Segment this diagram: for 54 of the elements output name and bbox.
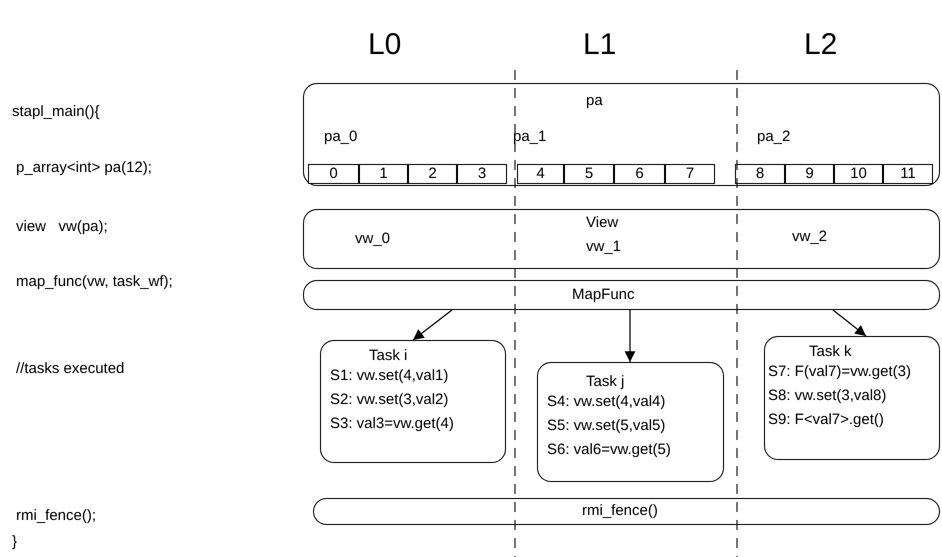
array-cell: 10 <box>834 164 883 184</box>
array-cell: 6 <box>614 164 665 184</box>
node-title: View <box>586 214 618 232</box>
node-label: vw_0 <box>355 230 390 248</box>
array-cell: 11 <box>883 164 933 184</box>
node-label: vw_2 <box>792 228 828 246</box>
code-line: view vw(pa); <box>16 218 108 235</box>
node-title: rmi_fence() <box>582 502 658 520</box>
column-heading: L1 <box>583 28 616 62</box>
node-label: S6: val6=vw.get(5) <box>547 441 671 459</box>
mapfunc-bar <box>303 280 940 310</box>
node-title: pa <box>586 92 603 110</box>
node-label: S1: vw.set(4,val1) <box>330 367 448 385</box>
arrow <box>624 310 636 362</box>
array-cell: 0 <box>308 164 359 184</box>
task-box <box>764 336 940 460</box>
array-cell: 2 <box>408 164 457 184</box>
node-title: Task j <box>586 373 624 391</box>
array-panel <box>303 83 940 186</box>
node-label: S5: vw.set(5,val5) <box>547 417 666 435</box>
array-cell: 4 <box>517 164 564 184</box>
array-cell: 5 <box>564 164 614 184</box>
arrow <box>412 310 452 340</box>
node-label: S4: vw.set(4,val4) <box>547 393 666 411</box>
array-cell: 7 <box>665 164 715 184</box>
arrow <box>832 310 866 336</box>
node-label: pa_2 <box>757 128 790 146</box>
array-cell: 1 <box>359 164 408 184</box>
array-cell: 9 <box>785 164 834 184</box>
node-title: Task i <box>369 347 408 365</box>
node-label: pa_1 <box>513 128 546 146</box>
code-line: map_func(vw, task_wf); <box>16 273 173 290</box>
task-box <box>537 362 724 482</box>
node-title: Task k <box>809 343 852 361</box>
node-label: S2: vw.set(3,val2) <box>330 391 448 409</box>
node-label: S8: vw.set(3,val8) <box>768 387 886 405</box>
code-line: p_array<int> pa(12); <box>16 159 152 176</box>
column-heading: L0 <box>368 28 402 62</box>
array-cell: 8 <box>735 164 785 184</box>
code-line: stapl_main(){ <box>12 103 100 120</box>
code-line: //tasks executed <box>16 360 124 377</box>
view-panel <box>303 209 940 269</box>
node-label: vw_1 <box>586 238 622 256</box>
column-heading: L2 <box>804 28 838 62</box>
node-title: MapFunc <box>572 286 635 304</box>
code-line: } <box>12 533 18 550</box>
code-line: rmi_fence(); <box>16 507 96 524</box>
fence-bar <box>313 498 940 525</box>
node-label: S7: F(val7)=vw.get(3) <box>768 363 911 381</box>
node-label: S3: val3=vw.get(4) <box>330 415 454 433</box>
array-cell: 3 <box>457 164 507 184</box>
node-label: S9: F<val7>.get() <box>768 411 884 429</box>
node-label: pa_0 <box>324 128 358 146</box>
task-box <box>320 340 506 463</box>
